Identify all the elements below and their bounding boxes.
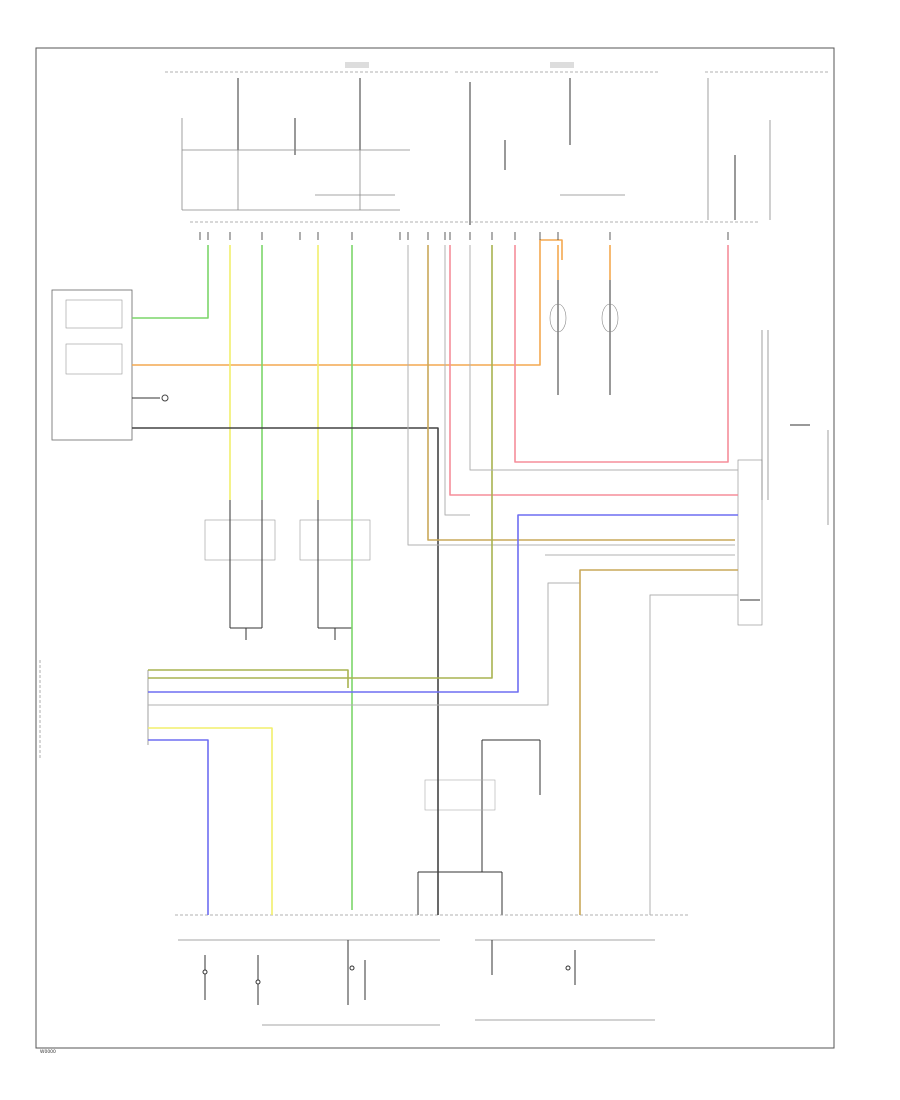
- wire-gray-20: [649, 594, 738, 915]
- rear-bulb-left: [549, 280, 567, 395]
- headlamp-left: [204, 500, 276, 640]
- wire-tan-9: [427, 245, 735, 541]
- multifunction-switch: [178, 939, 655, 1026]
- wire-gray-10: [444, 245, 470, 516]
- connector-pins: [199, 232, 729, 240]
- instrument-cluster: [51, 289, 169, 441]
- wire-black-7: [132, 427, 439, 915]
- smart-junction-block: [39, 660, 149, 760]
- rear-bulb-right: [601, 280, 619, 395]
- wire-pink-11: [449, 245, 738, 496]
- fuse-box-group-center: [455, 62, 660, 225]
- wire-tan-19: [579, 569, 738, 915]
- center-relay: [417, 739, 541, 915]
- fuse-box-group-right: [705, 71, 830, 220]
- wire-gray-13: [469, 245, 738, 471]
- wire-pink-14: [514, 245, 729, 463]
- wire-yellow-21: [148, 727, 273, 915]
- wire-gray-18: [148, 582, 580, 706]
- fuse-box-group-left: [165, 62, 450, 211]
- wire-orange-2: [132, 239, 563, 366]
- wire-green-1: [132, 245, 209, 319]
- wire-olive-23: [148, 669, 349, 688]
- wire-blue-22: [148, 739, 209, 915]
- wire-gray-8: [407, 245, 735, 546]
- wire-blue-17: [148, 514, 738, 693]
- lamp-switch-module: [737, 330, 829, 626]
- wire-olive-12: [148, 245, 493, 679]
- wire-harness: [132, 239, 738, 915]
- headlamp-right: [299, 500, 371, 640]
- diagram-frame: [35, 47, 835, 1049]
- figure-code: W0000: [40, 1049, 56, 1055]
